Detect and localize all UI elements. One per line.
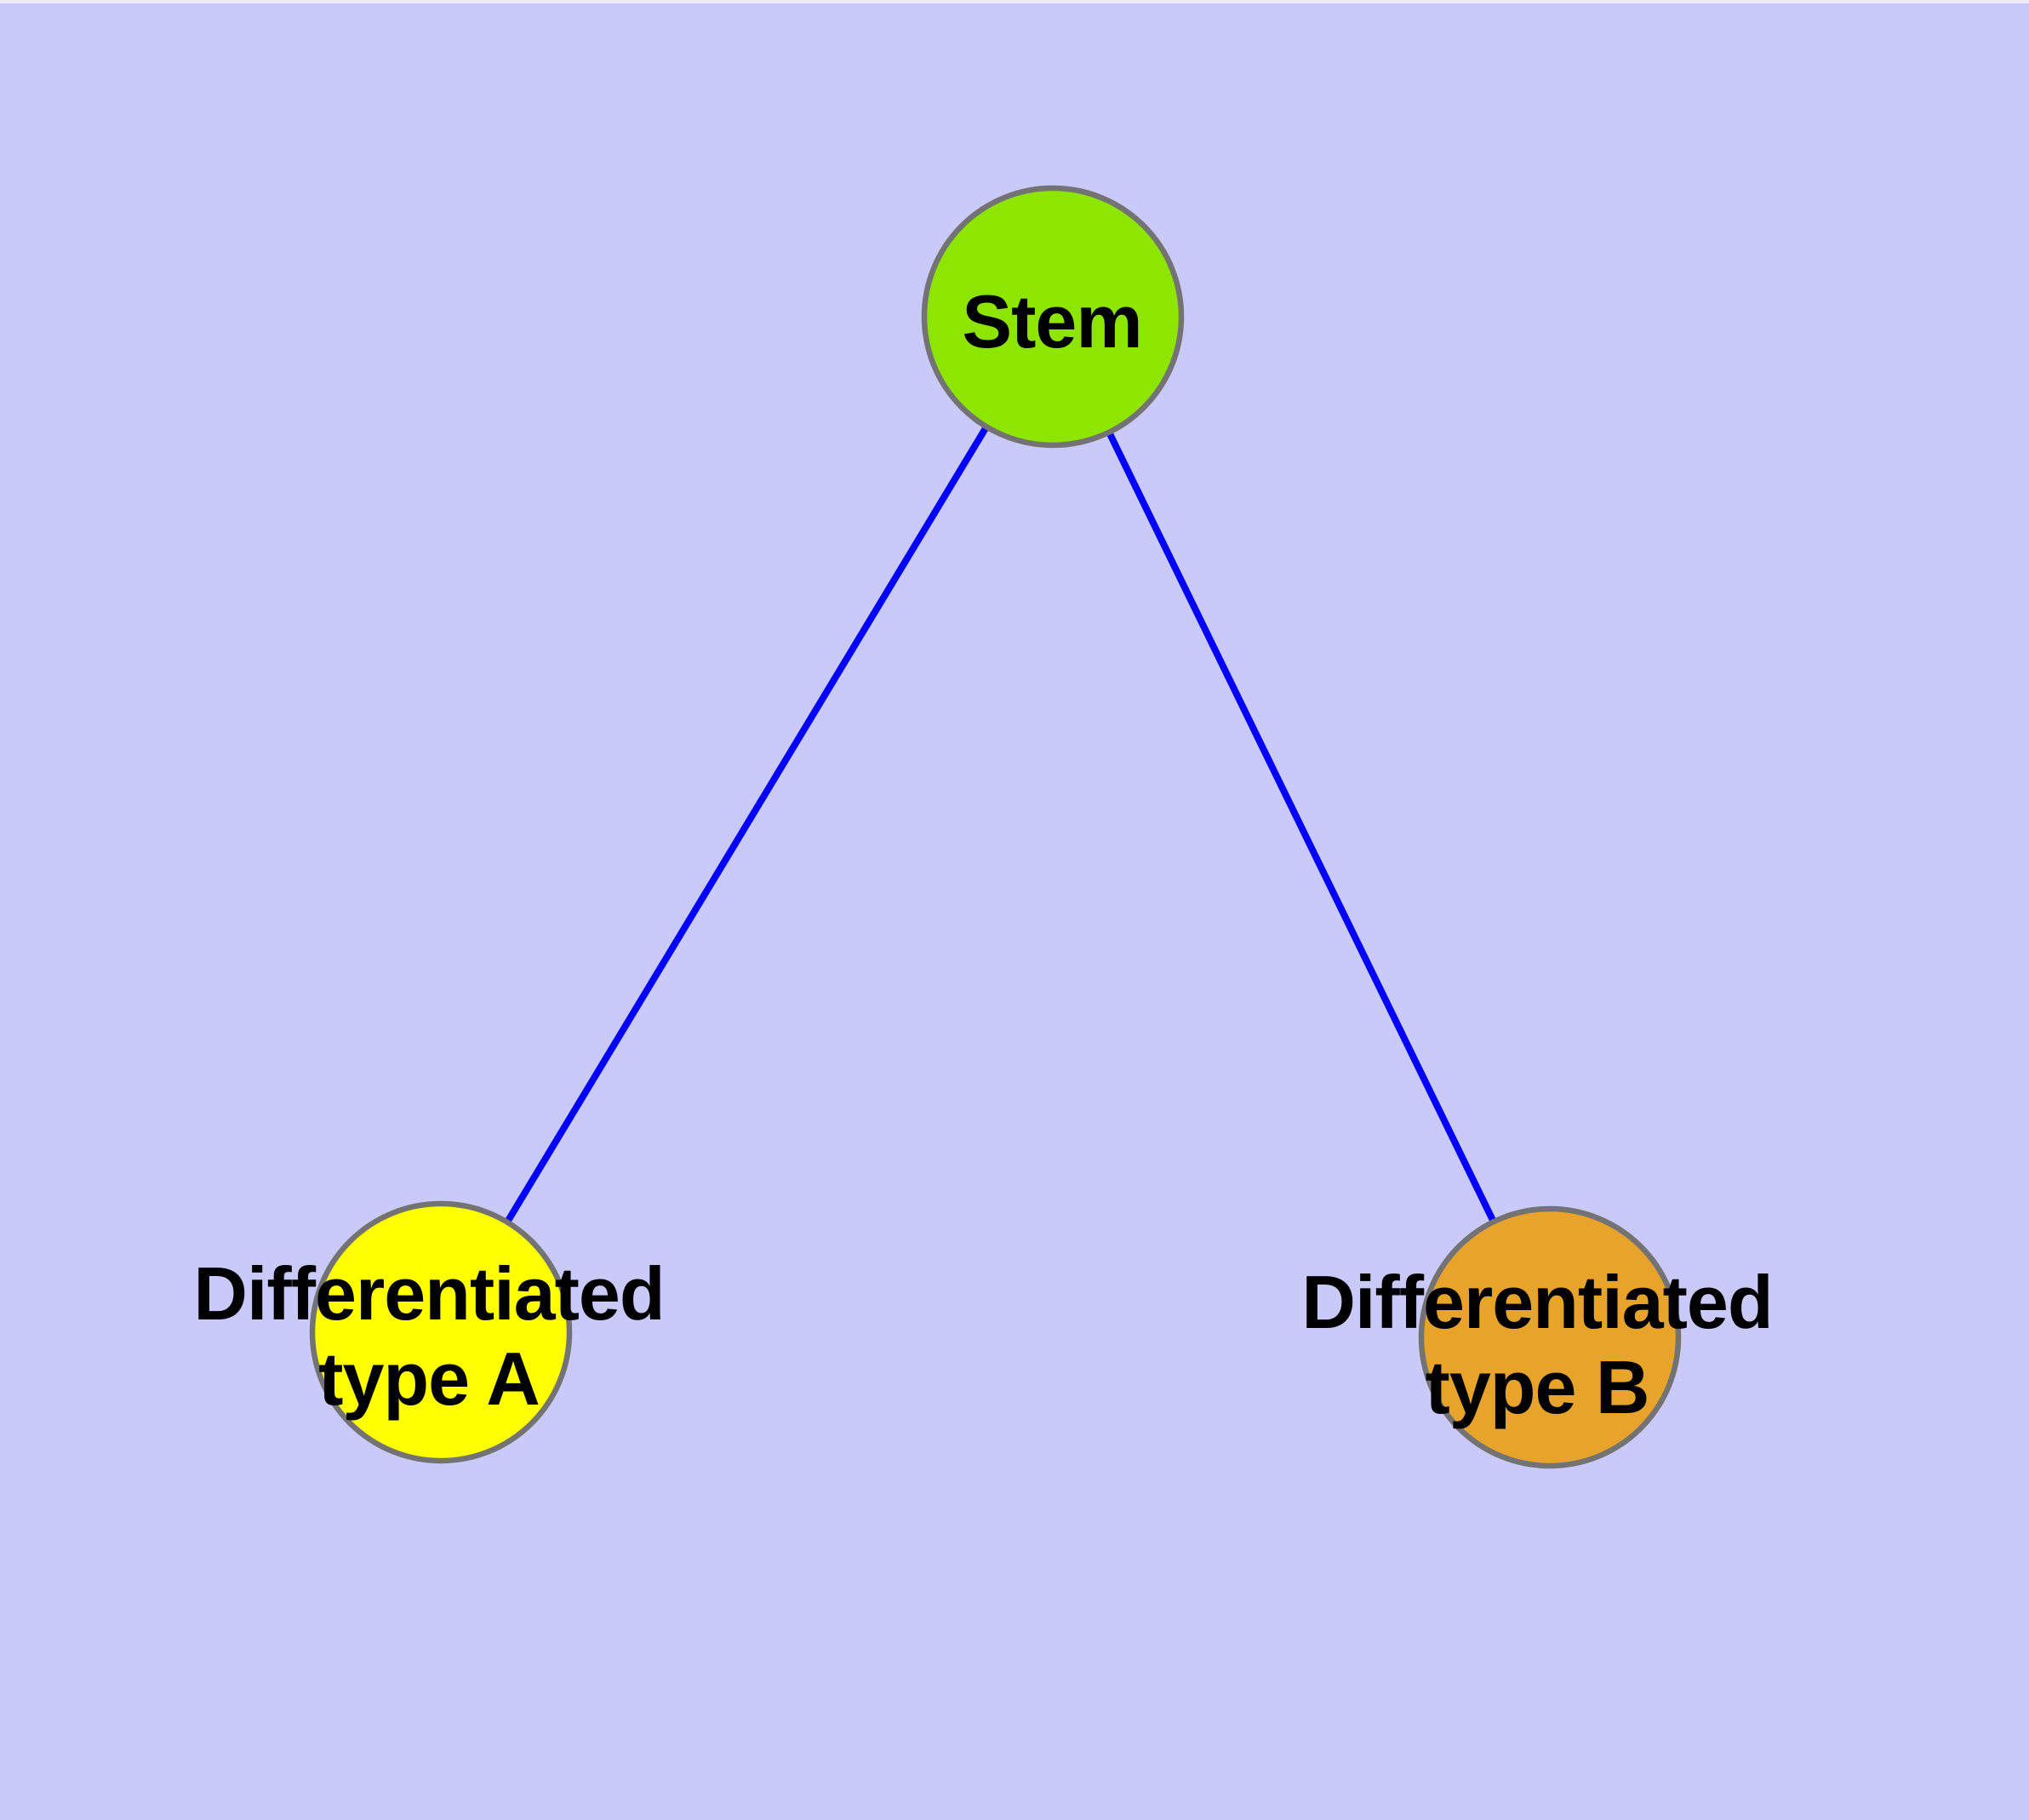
node-type-b-circle[interactable] bbox=[1418, 1205, 1682, 1469]
edge-stem-to-type-a bbox=[437, 314, 1056, 1335]
node-type-a-circle[interactable] bbox=[309, 1200, 573, 1464]
window-top-edge bbox=[0, 0, 2029, 3]
edge-stem-to-type-b bbox=[1049, 315, 1553, 1339]
node-stem-circle[interactable] bbox=[921, 185, 1185, 449]
